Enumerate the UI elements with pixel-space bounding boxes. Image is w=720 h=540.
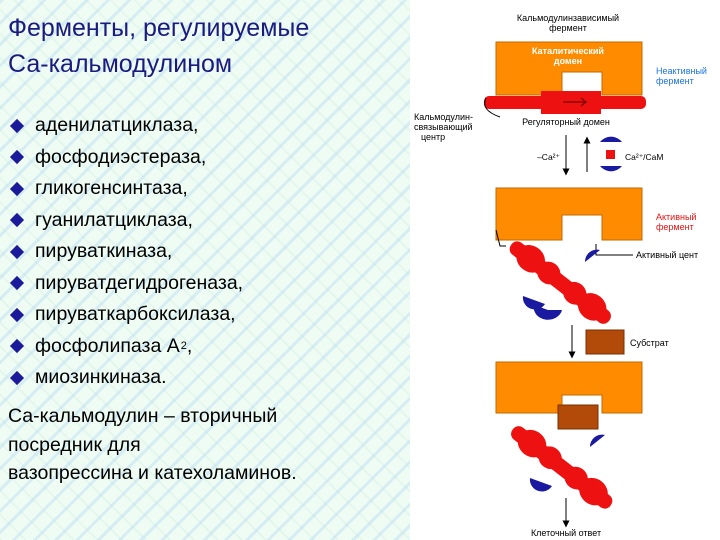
calcium-ion-icon <box>584 249 600 262</box>
calcium-ion-icon <box>600 166 622 172</box>
active-enzyme-shape <box>495 187 643 241</box>
calcium-ion-icon <box>522 296 545 310</box>
enzyme-label: гуанилатциклаза, <box>35 208 193 231</box>
inhibitory-arrow-icon <box>563 97 588 107</box>
calmodulin-molecule <box>511 426 613 509</box>
diamond-bullet-icon <box>9 213 25 228</box>
footnote-line-3: вазопрессина и катехоламинов. <box>8 462 297 484</box>
footnote: Са-кальмодулин – вторичный посредник для… <box>8 402 297 488</box>
inactive-label-2: фермент <box>656 76 694 86</box>
calcium-ion-icon <box>533 305 562 320</box>
calmodulin-activation-diagram: Кальмодулинзависимый фермент Каталитичес… <box>414 13 707 538</box>
text-panel: Ферменты, регулируемые Са-кальмодулином … <box>0 0 410 540</box>
enzyme-label: пируваткарбоксилаза, <box>35 303 236 326</box>
enzyme-label-tail: , <box>186 334 193 357</box>
footnote-line-2: посредник для <box>8 433 141 456</box>
footnote-line-1: Са-кальмодулин – вторичный <box>8 405 278 427</box>
enzyme-label: фосфодиэстераза, <box>35 145 207 168</box>
enzyme-item-pyruvate-carboxylase: пируваткарбоксилаза, <box>8 299 243 331</box>
title-line-1: Ферменты, регулируемые <box>8 14 310 42</box>
enzyme-item-phosphodiesterase: фосфодиэстераза, <box>8 142 243 174</box>
catalytic-domain-label-2: домен <box>554 56 582 66</box>
diamond-bullet-icon <box>9 118 25 133</box>
active-center-pointer <box>595 244 633 256</box>
cell-response-label: Клеточный ответ <box>531 528 601 538</box>
binding-center-label-2: связывающий <box>414 122 473 132</box>
enzyme-label: пируватдегидрогеназа, <box>35 271 244 294</box>
binding-center-pointer <box>484 97 501 118</box>
enzyme-title-line-2: фермент <box>549 23 587 33</box>
diamond-bullet-icon <box>9 339 25 354</box>
calmodulin-molecule <box>509 241 611 324</box>
enzyme-title-line-1: Кальмодулинзависимый <box>517 13 619 23</box>
diamond-bullet-icon <box>9 276 25 291</box>
enzyme-item-myosin-kinase: миозинкиназа. <box>8 362 243 394</box>
slide-title: Ферменты, регулируемые Са-кальмодулином <box>8 10 309 82</box>
calmodulin-lobe <box>577 293 607 321</box>
inactive-label-1: Неактивный <box>656 66 707 76</box>
enzyme-item-adenylate-cyclase: аденилатциклаза, <box>8 110 243 142</box>
substrate-block <box>585 329 625 355</box>
regulatory-domain-label: Регуляторный домен <box>522 117 610 127</box>
active-label-2: фермент <box>656 222 694 232</box>
diamond-bullet-icon <box>9 244 25 259</box>
diamond-bullet-icon <box>9 150 25 165</box>
calmodulin-lobe <box>517 429 547 458</box>
enzyme-list: аденилатциклаза, фосфодиэстераза, гликог… <box>8 110 243 394</box>
calmodulin-lobe <box>516 245 545 273</box>
diamond-bullet-icon <box>9 370 25 385</box>
enzyme-item-pyruvate-kinase: пируваткиназа, <box>8 236 243 268</box>
substrate-bound-enzyme-shape <box>495 361 643 414</box>
calmodulin-lobe <box>579 477 608 506</box>
calcium-ion-icon <box>600 136 622 142</box>
calmodulin-segment-icon <box>606 150 615 159</box>
active-enzyme-pointer <box>495 229 506 247</box>
enzyme-item-guanylate-cyclase: гуанилатциклаза, <box>8 205 243 237</box>
diamond-bullet-icon <box>9 181 25 196</box>
remove-calcium-label: –Ca²⁺ <box>537 152 560 162</box>
calmodulin-lobe <box>537 261 561 285</box>
active-label-1: Активный <box>656 212 696 222</box>
binding-center-label-1: Кальмодулин- <box>414 112 473 122</box>
calcium-ion-icon <box>529 478 552 492</box>
diamond-bullet-icon <box>9 307 25 322</box>
enzyme-item-pyruvate-dehydrogenase: пируватдегидрогеназа, <box>8 268 243 300</box>
enzyme-label: аденилатциклаза, <box>35 114 199 137</box>
active-center-label: Активный цент <box>636 250 698 260</box>
substrate-label: Субстрат <box>630 338 669 348</box>
title-line-2: Са-кальмодулином <box>8 50 233 78</box>
catalytic-domain-shape <box>495 41 643 96</box>
enzyme-item-glycogen-synthase: гликогенсинтаза, <box>8 173 243 205</box>
enzyme-subscript: 2 <box>180 340 187 353</box>
enzyme-label: гликогенсинтаза, <box>35 177 188 200</box>
calmodulin-lobe <box>538 446 562 470</box>
enzyme-label: миозинкиназа. <box>35 366 167 389</box>
calcium-ion-icon <box>589 434 605 447</box>
enzyme-label: пируваткиназа, <box>35 240 173 263</box>
enzyme-label: фосфолипаза А <box>35 334 180 357</box>
bound-substrate-block <box>557 404 599 430</box>
calcium-calmodulin-label: Ca²⁺/CaM <box>625 152 664 162</box>
binding-center-label-3: центр <box>421 132 445 142</box>
catalytic-domain-label-1: Каталитический <box>532 46 604 56</box>
